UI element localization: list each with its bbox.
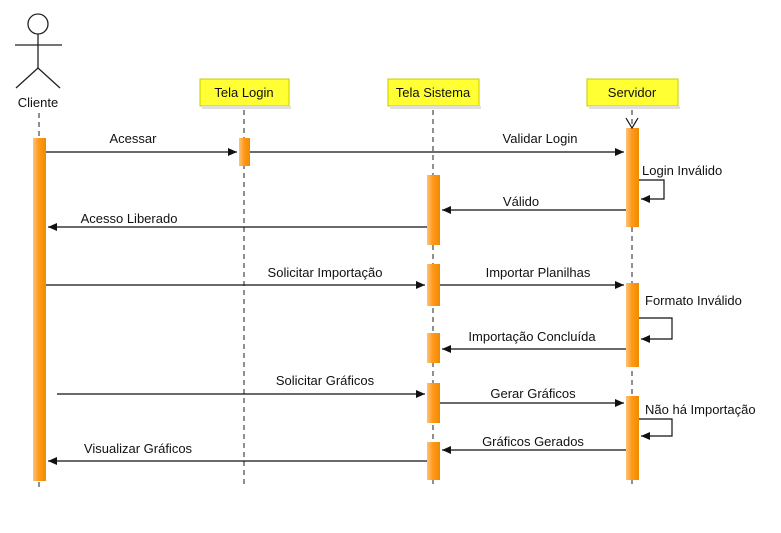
msg-graficos-gerados: Gráficos Gerados xyxy=(482,434,584,449)
msg-gerar-graficos: Gerar Gráficos xyxy=(490,386,576,401)
participant-label-tela-login: Tela Login xyxy=(214,85,273,100)
activation-bars xyxy=(33,128,639,481)
msg-login-invalido: Login Inválido xyxy=(642,163,722,178)
msg-acessar: Acessar xyxy=(110,131,158,146)
actor-cliente: Cliente xyxy=(15,13,62,110)
activation-servidor-2 xyxy=(626,283,639,367)
msg-solicitar-graficos: Solicitar Gráficos xyxy=(276,373,375,388)
msg-visualizar-graficos: Visualizar Gráficos xyxy=(84,441,193,456)
actor-label-cliente: Cliente xyxy=(18,95,58,110)
msg-importacao-concluida: Importação Concluída xyxy=(468,329,596,344)
msg-formato-invalido: Formato Inválido xyxy=(645,293,742,308)
arrow-nao-ha-importacao xyxy=(639,418,673,440)
msg-nao-ha-importacao: Não há Importação xyxy=(645,402,756,417)
arrow-login-invalido xyxy=(639,179,665,203)
activation-servidor-1 xyxy=(626,128,639,227)
msg-validar-login: Validar Login xyxy=(503,131,578,146)
activation-tela-sistema-5 xyxy=(427,442,440,480)
activation-tela-sistema-3 xyxy=(427,333,440,363)
activation-tela-login xyxy=(239,138,250,166)
msg-solicitar-importacao: Solicitar Importação xyxy=(268,265,383,280)
participant-servidor: Servidor xyxy=(586,78,680,109)
activation-cliente xyxy=(33,138,46,481)
participant-tela-login: Tela Login xyxy=(199,78,291,109)
msg-acesso-liberado: Acesso Liberado xyxy=(81,211,178,226)
msg-valido: Válido xyxy=(503,194,539,209)
activation-tela-sistema-2 xyxy=(427,264,440,306)
activation-tela-sistema-1 xyxy=(427,175,440,245)
arrow-formato-invalido xyxy=(639,317,673,343)
activation-servidor-3 xyxy=(626,396,639,480)
participant-label-servidor: Servidor xyxy=(608,85,657,100)
servidor-creation-arrow xyxy=(625,117,639,130)
msg-importar-planilhas: Importar Planilhas xyxy=(486,265,591,280)
participant-label-tela-sistema: Tela Sistema xyxy=(396,85,471,100)
activation-tela-sistema-4 xyxy=(427,383,440,423)
participant-tela-sistema: Tela Sistema xyxy=(387,78,481,109)
